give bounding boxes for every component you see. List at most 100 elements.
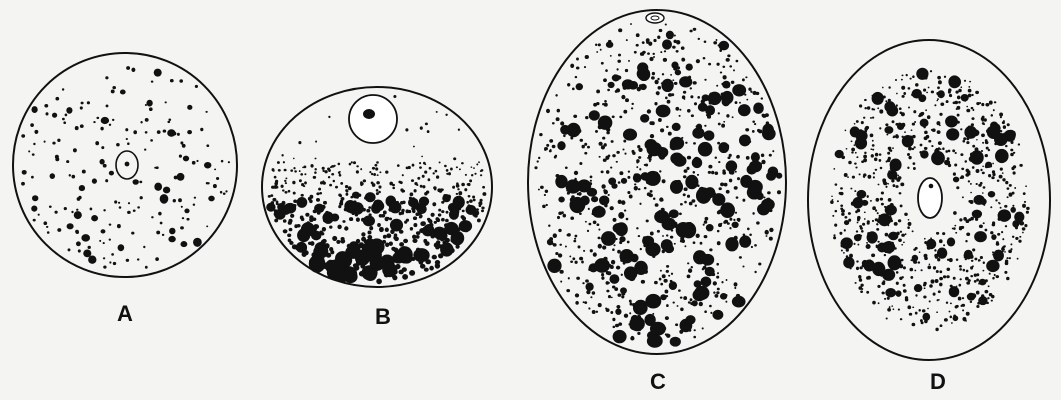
yolk-granule [893, 308, 895, 310]
yolk-granule [369, 171, 371, 173]
yolk-granule [959, 265, 962, 268]
yolk-granule [206, 226, 208, 228]
yolk-granule [905, 233, 907, 235]
yolk-granule [473, 199, 476, 202]
yolk-granule [857, 222, 859, 224]
yolk-granule [752, 91, 756, 95]
yolk-granule [901, 244, 903, 246]
yolk-granule [331, 165, 334, 168]
yolk-granule [949, 95, 952, 97]
yolk-granule [49, 205, 52, 207]
yolk-granule [446, 169, 449, 172]
yolk-granule [371, 182, 374, 185]
yolk-granule [588, 223, 591, 226]
yolk-granule [309, 215, 313, 220]
yolk-granule [650, 134, 654, 138]
yolk-granule [424, 170, 427, 173]
yolk-granule [685, 142, 687, 144]
yolk-granule [720, 71, 722, 73]
yolk-granule [693, 81, 697, 85]
yolk-granule [971, 117, 974, 120]
yolk-granule [558, 229, 561, 232]
yolk-granule [1018, 240, 1021, 243]
yolk-granule [618, 212, 624, 219]
yolk-granule [677, 305, 679, 307]
yolk-granule [733, 219, 735, 221]
yolk-granule [304, 181, 307, 184]
yolk-granule [592, 310, 596, 314]
yolk-granule [997, 233, 1000, 236]
yolk-granule [713, 281, 717, 285]
yolk-granule [1011, 167, 1014, 171]
yolk-granule [669, 209, 679, 218]
yolk-granule [558, 197, 564, 203]
yolk-granule [477, 218, 481, 222]
yolk-granule [913, 167, 916, 170]
yolk-granule [442, 194, 451, 202]
yolk-granule [970, 266, 973, 269]
yolk-granule [715, 157, 718, 159]
panel-label-c: C [650, 371, 666, 393]
yolk-granule [753, 103, 764, 114]
yolk-granule [613, 326, 616, 329]
yolk-granule [383, 211, 387, 215]
yolk-granule [696, 234, 700, 238]
yolk-granule [976, 183, 978, 185]
yolk-granule [112, 119, 114, 121]
yolk-granule [956, 258, 959, 260]
yolk-granule [293, 158, 295, 160]
yolk-granule [471, 166, 473, 168]
yolk-granule [377, 174, 379, 176]
yolk-granule [896, 271, 899, 274]
yolk-granule [450, 168, 453, 171]
yolk-granule [461, 215, 465, 219]
yolk-granule [659, 197, 663, 201]
yolk-granule [888, 198, 892, 202]
yolk-granule [736, 155, 740, 159]
yolk-granule [765, 113, 769, 117]
yolk-granule [155, 257, 159, 261]
yolk-granule [925, 109, 927, 111]
yolk-granule [1009, 184, 1012, 187]
yolk-granule [481, 206, 484, 209]
yolk-granule [402, 191, 404, 193]
yolk-granule [970, 192, 972, 194]
yolk-granule [296, 242, 307, 253]
yolk-granule [581, 261, 584, 264]
yolk-granule [374, 164, 377, 167]
yolk-granule [910, 78, 912, 80]
yolk-granule [421, 156, 423, 158]
yolk-granule [618, 181, 621, 184]
yolk-granule [612, 115, 615, 118]
yolk-granule [991, 234, 996, 240]
yolk-granule [603, 78, 607, 82]
yolk-granule [938, 80, 942, 84]
yolk-granule [654, 102, 657, 105]
yolk-granule [739, 102, 741, 104]
yolk-granule [608, 194, 610, 196]
yolk-granule [899, 192, 902, 194]
yolk-granule [194, 197, 196, 199]
yolk-granule [952, 149, 955, 152]
yolk-granule [33, 143, 35, 145]
yolk-granule [688, 268, 692, 273]
yolk-granule [118, 244, 125, 251]
yolk-granule [671, 62, 678, 69]
yolk-granule [103, 209, 106, 211]
yolk-granule [480, 199, 483, 202]
yolk-granule [718, 142, 729, 153]
yolk-granule [951, 322, 953, 324]
yolk-granule [1005, 145, 1008, 147]
yolk-granule [462, 210, 465, 213]
yolk-granule [958, 284, 961, 287]
yolk-granule [200, 128, 203, 131]
yolk-granule [703, 224, 705, 226]
yolk-granule [623, 140, 626, 143]
yolk-granule [971, 94, 974, 96]
yolk-granule [988, 285, 990, 287]
yolk-granule [314, 224, 319, 229]
yolk-granule [956, 106, 960, 110]
yolk-granule [445, 219, 449, 223]
yolk-granule [1007, 123, 1010, 126]
